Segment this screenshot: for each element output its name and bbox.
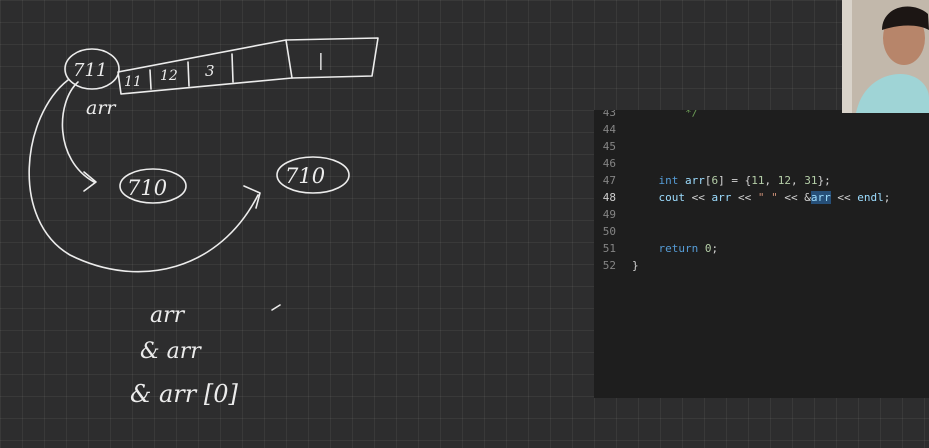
code-token: arr <box>685 174 705 187</box>
code-text: int arr[6] = {11, 12, 31}; <box>632 172 831 189</box>
stray-stroke <box>271 304 281 311</box>
address-circle-top <box>64 48 120 90</box>
code-token: 12 <box>777 174 791 187</box>
line-number: 50 <box>602 225 616 238</box>
code-text: cout << arr << " " << &arr << endl; <box>632 189 890 206</box>
address-top: 711 <box>73 60 107 81</box>
line-number: 44 <box>602 123 616 136</box>
code-token <box>678 174 685 187</box>
code-line[interactable]: 44 <box>594 121 929 138</box>
expression-arr: arr <box>150 303 186 328</box>
code-token <box>698 242 705 255</box>
array-value-0: 11 <box>124 74 142 90</box>
code-line[interactable]: 49 <box>594 206 929 223</box>
variable-label-arr: arr <box>86 97 117 119</box>
array-divider <box>149 69 152 90</box>
code-token <box>632 242 659 255</box>
line-number: 46 <box>602 157 616 170</box>
address-circle-right <box>276 156 350 194</box>
arrowhead <box>243 185 261 209</box>
array-value-3: | <box>318 51 324 71</box>
code-token: 6 <box>711 174 719 187</box>
address-right: 710 <box>285 164 325 188</box>
code-token: , <box>791 174 805 187</box>
code-token <box>632 191 659 204</box>
code-token: 11 <box>751 174 765 187</box>
code-token: << & <box>777 191 811 204</box>
code-token <box>632 110 685 119</box>
expression-address-of-arr-0: & arr [0] <box>130 380 239 408</box>
array-divider <box>187 61 190 87</box>
code-token: 0 <box>704 242 712 255</box>
code-token: << <box>685 191 712 204</box>
code-line[interactable]: 45 <box>594 138 929 155</box>
code-token: arr <box>711 191 732 204</box>
webcam-hair <box>882 6 929 30</box>
code-token: << <box>731 191 758 204</box>
code-line[interactable]: 43 */ <box>594 110 929 121</box>
code-token: " " <box>757 191 778 204</box>
line-number: 47 <box>602 174 616 187</box>
webcam-door <box>842 0 852 113</box>
code-line[interactable]: 51 return 0; <box>594 240 929 257</box>
array-value-2: 3 <box>205 62 215 80</box>
arrow-to-left-address <box>61 81 95 183</box>
line-number: 52 <box>602 259 616 272</box>
code-line[interactable]: 48 cout << arr << " " << &arr << endl; <box>594 189 929 206</box>
code-token: */ <box>684 110 699 119</box>
code-token: int <box>658 174 679 187</box>
code-text: return 0; <box>632 240 719 257</box>
line-number: 48 <box>602 191 616 204</box>
line-number: 49 <box>602 208 616 221</box>
array-divider <box>231 53 234 83</box>
address-left: 710 <box>127 176 167 200</box>
code-token: ; <box>883 191 891 204</box>
code-line[interactable]: 52} <box>594 257 929 274</box>
expression-address-of-arr: & arr <box>140 339 202 364</box>
arrowhead <box>83 171 97 192</box>
arrow-to-right-address <box>28 79 259 273</box>
address-circle-left <box>119 168 187 204</box>
code-line[interactable]: 50 <box>594 223 929 240</box>
code-token: ; <box>711 242 719 255</box>
code-text: */ <box>632 110 698 121</box>
code-line[interactable]: 46 <box>594 155 929 172</box>
line-number: 43 <box>602 110 616 119</box>
webcam-shirt <box>856 74 929 113</box>
code-line[interactable]: 47 int arr[6] = {11, 12, 31}; <box>594 172 929 189</box>
code-token: cout <box>658 191 686 204</box>
code-token: [ <box>704 174 712 187</box>
code-text: } <box>632 257 639 274</box>
array-value-1: 12 <box>160 68 178 84</box>
code-token: return <box>658 242 699 255</box>
code-token: , <box>764 174 778 187</box>
code-token: arr <box>810 191 831 204</box>
array-box-tail <box>285 37 379 79</box>
code-token: 31 <box>804 174 818 187</box>
webcam-overlay <box>842 0 929 113</box>
line-number: 51 <box>602 242 616 255</box>
code-token: ] = { <box>718 174 752 187</box>
line-number: 45 <box>602 140 616 153</box>
code-token: }; <box>817 174 831 187</box>
code-token: << <box>830 191 858 204</box>
code-token: } <box>632 259 639 272</box>
code-token <box>632 174 659 187</box>
code-token: endl <box>857 191 884 204</box>
